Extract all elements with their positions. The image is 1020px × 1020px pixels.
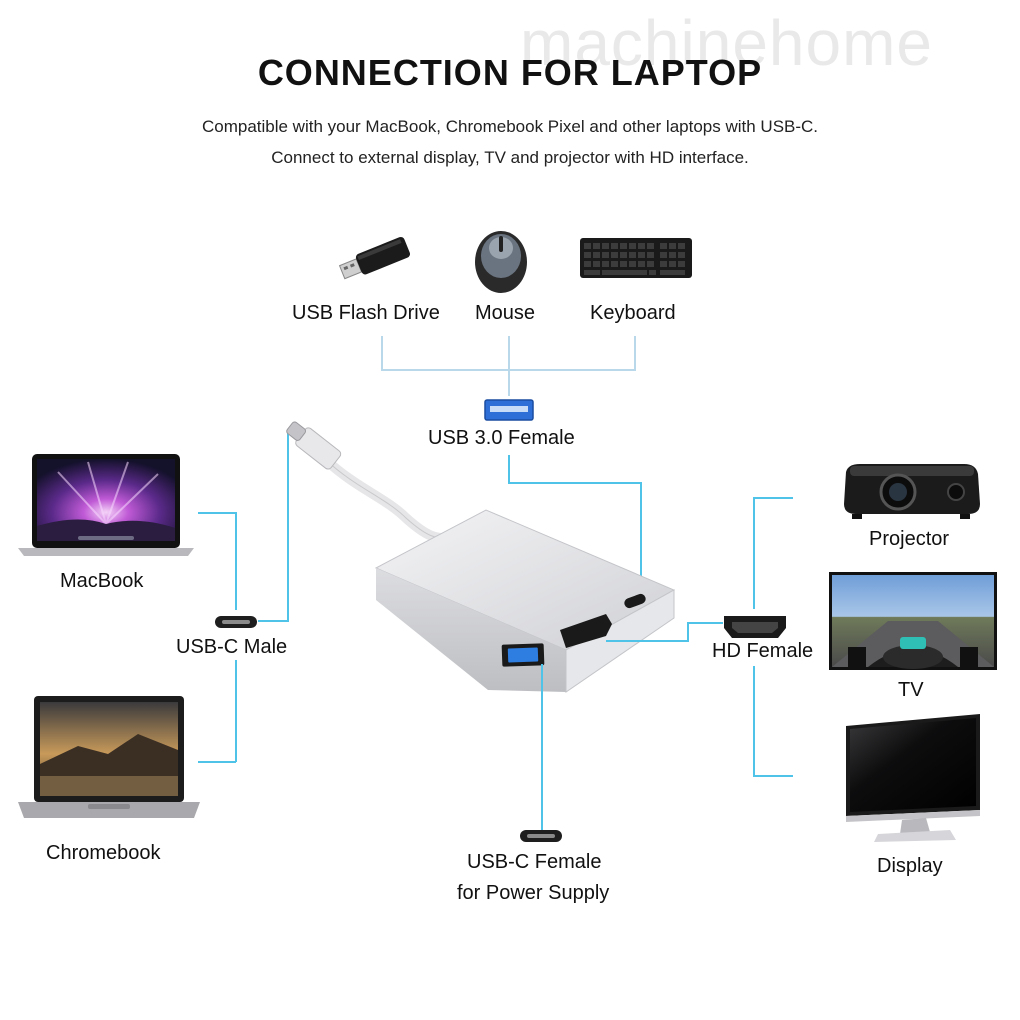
- label-projector: Projector: [869, 528, 950, 550]
- connector-line: [753, 497, 755, 609]
- connector-line: [687, 622, 723, 624]
- connector-line: [198, 761, 236, 763]
- page-title: CONNECTION FOR LAPTOP: [257, 52, 763, 93]
- label-keyboard: Keyboard: [590, 302, 676, 324]
- connector-line: [687, 622, 689, 642]
- watermark: machinehome: [520, 7, 933, 79]
- tv-image: [829, 572, 997, 670]
- usb3-port-icon: [484, 399, 534, 421]
- subtitle-line-2: Connect to external display, TV and proj…: [271, 148, 749, 167]
- connector-line: [508, 336, 510, 396]
- hdmi-port-icon: [724, 616, 786, 638]
- subtitle-line-1: Compatible with your MacBook, Chromebook…: [201, 117, 819, 136]
- usbc-adapter-image: [286, 421, 676, 693]
- connector-line: [381, 369, 636, 371]
- connector-line: [198, 512, 236, 514]
- keyboard-icon: [580, 238, 692, 278]
- connector-line: [606, 640, 688, 642]
- connector-line: [508, 482, 641, 484]
- label-usb3-female: USB 3.0 Female: [428, 427, 575, 449]
- label-hd-female: HD Female: [712, 640, 814, 662]
- connector-line: [508, 455, 510, 483]
- usbc-male-icon: [215, 616, 257, 628]
- connector-line: [235, 512, 237, 610]
- connector-line: [753, 775, 793, 777]
- label-tv: TV: [898, 679, 924, 701]
- label-display: Display: [877, 855, 943, 877]
- connector-line: [258, 620, 288, 622]
- display-monitor-image: [846, 714, 980, 842]
- chromebook-laptop-image: [18, 696, 200, 818]
- connector-line: [640, 482, 642, 594]
- connector-line: [541, 664, 543, 832]
- label-chromebook: Chromebook: [46, 842, 161, 864]
- label-power-supply: for Power Supply: [457, 882, 610, 904]
- label-mouse: Mouse: [475, 302, 536, 324]
- connector-line: [287, 430, 289, 622]
- label-usbc-male: USB-C Male: [176, 636, 288, 658]
- projector-image: [844, 464, 980, 519]
- usb-flash-drive-icon: [338, 236, 410, 280]
- usbc-female-icon: [520, 830, 562, 842]
- connector-line: [753, 666, 755, 776]
- connector-line: [634, 336, 636, 370]
- label-macbook: MacBook: [60, 570, 144, 592]
- macbook-laptop-image: [18, 454, 194, 556]
- label-usbc-female: USB-C Female: [467, 851, 602, 873]
- label-usb-flash-drive: USB Flash Drive: [292, 302, 440, 324]
- connector-line: [753, 497, 793, 499]
- connector-line: [235, 660, 237, 762]
- connector-line: [381, 336, 383, 370]
- mouse-icon: [475, 231, 527, 293]
